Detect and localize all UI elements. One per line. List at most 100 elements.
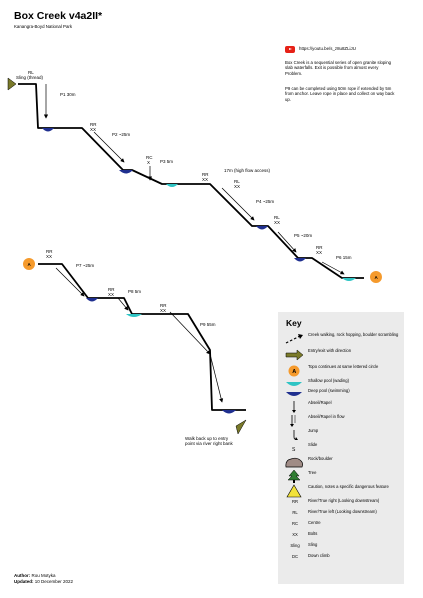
shallow-pool-8 bbox=[126, 314, 142, 317]
shallow-pool-icon bbox=[284, 378, 304, 392]
updated-date: 10 December 2022 bbox=[34, 578, 74, 584]
slide-icon: S bbox=[284, 442, 304, 456]
key-item: Abseil/Rapel bbox=[278, 400, 404, 414]
abseil-arrow-p2 bbox=[93, 131, 125, 163]
key-description: Slide bbox=[308, 442, 318, 447]
key-description: Caution, notes a specific dangerous feat… bbox=[308, 484, 389, 489]
key-item: DC Down climb bbox=[278, 553, 404, 567]
label-p2: P2 ~25m bbox=[112, 132, 130, 137]
label-rr-p8: RR bbox=[108, 287, 115, 292]
video-url[interactable]: https://youtu.be/s_z8u8ZLiJU bbox=[299, 46, 356, 51]
abseil-icon bbox=[284, 400, 304, 414]
label-rl-sling: RL bbox=[28, 70, 34, 75]
key-abbreviation: Sling bbox=[290, 543, 300, 548]
key-item: Jump bbox=[278, 428, 404, 442]
upper-creek-profile bbox=[18, 83, 364, 279]
key-item: RC Centre bbox=[278, 520, 404, 534]
label-p1: P1 30m bbox=[60, 92, 76, 97]
entry-arrow-icon bbox=[7, 77, 17, 91]
label-p4: P4 ~25m bbox=[256, 199, 274, 204]
legend-key: Key Creek walking, rock hopping, boulder… bbox=[278, 312, 404, 584]
label-p7: P7 ~25m bbox=[76, 263, 94, 268]
deep-pool-7 bbox=[86, 298, 98, 302]
label-rr-p6: RR bbox=[316, 245, 323, 250]
key-title: Key bbox=[286, 318, 302, 328]
label-xx-p7: XX bbox=[46, 254, 52, 259]
key-item: RL River/True left (Looking downstream) bbox=[278, 509, 404, 523]
label-high-flow: 17m (high flow access) bbox=[224, 168, 271, 173]
rock-icon bbox=[284, 456, 304, 470]
abseil-arrow-p4 bbox=[221, 187, 255, 221]
svg-text:A: A bbox=[28, 262, 32, 267]
deep-pool-5 bbox=[294, 258, 306, 262]
key-description: Rock/boulder bbox=[308, 456, 333, 461]
key-description: Down climb bbox=[308, 553, 330, 558]
exit-arrow-icon bbox=[235, 419, 247, 435]
dashed-arrow-icon bbox=[284, 332, 304, 346]
page-subtitle: Kanangra-Boyd National Park bbox=[14, 24, 73, 29]
label-rl-p5: RL bbox=[274, 215, 280, 220]
key-abbreviation: XX bbox=[292, 532, 298, 537]
key-description: Jump bbox=[308, 428, 319, 433]
entry-arrow-icon bbox=[284, 348, 304, 362]
label-xx-p2: XX bbox=[90, 127, 96, 132]
key-item: Shallow pool (wading) bbox=[278, 378, 404, 392]
footer: Author: Rou Motyka Updated: 10 December … bbox=[14, 573, 73, 585]
deep-pool-2 bbox=[119, 170, 133, 174]
key-abbreviation: RL bbox=[292, 510, 298, 515]
abseil-arrow-p9 bbox=[169, 311, 211, 355]
label-p8: P8 5m bbox=[128, 289, 141, 294]
label-rr-p7: RR bbox=[46, 249, 53, 254]
key-description: Bolts bbox=[308, 531, 318, 536]
abseil-arrow-p6 bbox=[321, 261, 345, 275]
key-abbreviation: DC bbox=[291, 554, 299, 559]
abseil-arrow-p5 bbox=[277, 231, 297, 253]
author-name: Rou Motyka bbox=[31, 573, 56, 578]
label-xx-p6: XX bbox=[316, 250, 322, 255]
key-abbreviation: RR bbox=[291, 499, 299, 504]
lower-creek-profile bbox=[38, 263, 246, 411]
description-note: Box Creek is a sequential series of open… bbox=[285, 60, 392, 76]
key-item: Rock/boulder bbox=[278, 456, 404, 470]
key-item: S Slide bbox=[278, 442, 404, 456]
label-xx-p9: XX bbox=[160, 308, 166, 313]
page-title: Box Creek v4a2II* bbox=[14, 10, 103, 22]
jump-icon bbox=[284, 428, 304, 442]
key-item: Entry/exit with direction bbox=[278, 348, 404, 362]
label-rr-p2: RR bbox=[90, 122, 97, 127]
abseil-flow-icon bbox=[284, 414, 304, 428]
key-item: Sling Sling bbox=[278, 542, 404, 556]
label-p6: P6 15m bbox=[336, 255, 352, 260]
key-item: Caution, notes a specific dangerous feat… bbox=[278, 484, 404, 498]
deep-pool-1 bbox=[42, 128, 54, 132]
key-description: River/True right (Looking downstream) bbox=[308, 498, 380, 503]
tree-icon bbox=[284, 469, 304, 484]
svg-text:S: S bbox=[292, 447, 296, 453]
key-description: Shallow pool (wading) bbox=[308, 378, 349, 383]
key-description: River/True left (Looking downstream) bbox=[308, 509, 377, 514]
youtube-icon bbox=[285, 46, 295, 53]
label-sling-thread: Sling (thread) bbox=[16, 75, 44, 80]
key-description: Centre bbox=[308, 520, 321, 525]
topo-continue-icon: A bbox=[284, 364, 304, 378]
abseil-arrow-p7 bbox=[55, 267, 85, 297]
key-description: Tree bbox=[308, 470, 317, 475]
deep-pool-9 bbox=[222, 410, 236, 414]
label-x-rc: X bbox=[147, 160, 150, 165]
video-link[interactable]: https://youtu.be/s_z8u8ZLiJU bbox=[285, 44, 385, 56]
label-rr-p4: RR bbox=[202, 172, 209, 177]
key-description: Deep pool (swimming) bbox=[308, 388, 350, 393]
deep-pool-4 bbox=[256, 226, 268, 230]
key-description: Sling bbox=[308, 542, 318, 547]
svg-text:A: A bbox=[292, 369, 296, 375]
shallow-pool-3 bbox=[166, 184, 178, 187]
svg-text:A: A bbox=[375, 275, 379, 280]
label-xx-p8: XX bbox=[108, 292, 114, 297]
updated-label: Updated: bbox=[14, 578, 34, 584]
label-p5: P5 ~20m bbox=[294, 233, 312, 238]
key-item: RR River/True right (Looking downstream) bbox=[278, 498, 404, 512]
label-xx-p5: XX bbox=[274, 220, 280, 225]
label-walk-back: Walk back up to entry point via river ri… bbox=[185, 436, 234, 446]
key-abbreviation: RC bbox=[291, 521, 299, 526]
